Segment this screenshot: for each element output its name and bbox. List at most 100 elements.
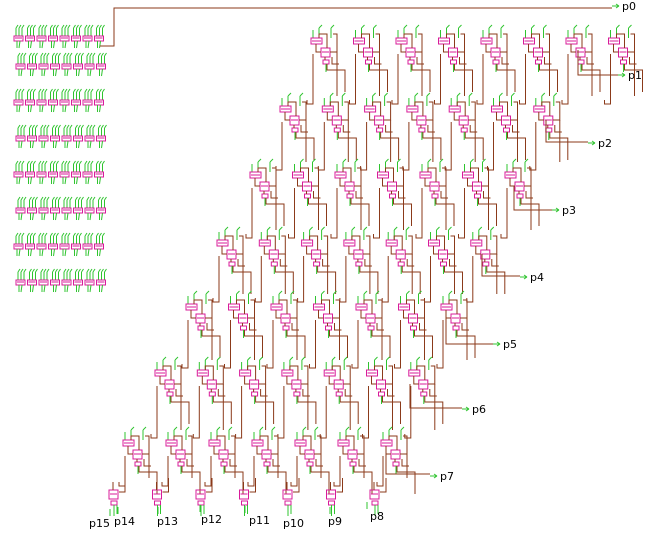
module-block — [13, 160, 25, 185]
module-block — [48, 24, 59, 49]
adder-cell — [533, 92, 569, 160]
module-block — [73, 52, 84, 77]
adder-cell — [258, 226, 294, 294]
port-p13: p13 — [157, 507, 178, 528]
port-p2: p2 — [545, 120, 612, 150]
adder-cell — [504, 158, 540, 226]
module-block — [71, 160, 82, 185]
module-block — [73, 196, 84, 221]
module-block — [96, 196, 107, 221]
adder-cell — [251, 426, 287, 494]
adder-cell — [185, 290, 221, 358]
port-p6: p6 — [409, 384, 486, 416]
output-cell — [152, 478, 169, 516]
module-block — [71, 232, 82, 257]
module-block — [84, 124, 96, 149]
port-label-p3: p3 — [562, 204, 576, 217]
adder-cell — [323, 356, 359, 424]
module-block — [50, 124, 61, 149]
module-block — [82, 88, 94, 113]
module-block — [96, 52, 107, 77]
module-block — [94, 160, 105, 185]
adder-cell — [364, 92, 400, 160]
adder-cell — [228, 290, 263, 358]
port-label-p7: p7 — [440, 470, 454, 483]
adder-cell — [462, 158, 497, 226]
port-p11: p11 — [244, 506, 270, 527]
adder-cell — [313, 290, 348, 358]
module-block — [59, 24, 71, 49]
module-block — [82, 232, 94, 257]
module-block — [59, 232, 71, 257]
port-label-p9: p9 — [328, 515, 342, 528]
wire-p1 — [577, 50, 618, 76]
module-block — [73, 268, 84, 293]
module-block — [48, 232, 59, 257]
adder-cell — [608, 24, 643, 92]
adder-cell — [337, 426, 373, 494]
adder-cell — [353, 24, 388, 92]
adder-cell — [334, 158, 370, 226]
port-p0: p0 — [612, 0, 636, 13]
adder-cell — [470, 226, 506, 294]
module-block — [84, 268, 96, 293]
module-block — [94, 88, 105, 113]
module-block — [59, 88, 71, 113]
port-p12: p12 — [199, 505, 222, 526]
adder-cell — [310, 24, 346, 92]
module-grid — [13, 24, 107, 293]
adder-cell — [355, 290, 391, 358]
port-label-p15: p15 — [89, 517, 110, 530]
adder-cell — [380, 426, 416, 494]
module-block — [36, 160, 48, 185]
adder-cell — [395, 24, 431, 92]
output-cell — [108, 478, 126, 516]
wire-p3 — [513, 186, 552, 211]
module-block — [48, 160, 59, 185]
module-block — [96, 268, 107, 293]
wire-p6 — [409, 384, 462, 409]
port-label-p14: p14 — [114, 515, 135, 528]
adder-cell — [377, 158, 412, 226]
module-block — [36, 88, 48, 113]
module-block — [94, 24, 105, 49]
adder-cell — [428, 226, 463, 294]
module-block — [27, 124, 38, 149]
adder-cell — [398, 290, 433, 358]
wire-p2 — [545, 120, 588, 143]
adder-cell — [281, 356, 317, 424]
output-cell — [195, 478, 213, 516]
module-block — [71, 24, 82, 49]
module-block — [73, 124, 84, 149]
adder-cell — [321, 92, 357, 160]
module-block — [61, 124, 73, 149]
module-block — [61, 52, 73, 77]
adder-cell — [406, 92, 442, 160]
adder-cell — [438, 24, 473, 92]
port-p8: p8 — [366, 502, 384, 523]
output-cell — [369, 478, 387, 516]
module-block — [82, 24, 94, 49]
module-block — [25, 88, 36, 113]
adder-cell — [301, 226, 337, 294]
adder-cell — [491, 92, 526, 160]
module-block — [25, 160, 36, 185]
module-block — [50, 52, 61, 77]
wire-p7 — [385, 452, 430, 475]
port-label-p11: p11 — [249, 514, 270, 527]
module-block — [25, 232, 36, 257]
port-label-p5: p5 — [503, 338, 517, 351]
adder-cell — [480, 24, 516, 92]
adder-array — [108, 24, 643, 516]
adder-cell — [292, 158, 327, 226]
adder-cell — [208, 426, 244, 494]
module-block — [27, 52, 38, 77]
adder-cell — [523, 24, 558, 92]
port-label-p1: p1 — [628, 69, 642, 82]
port-p14: p14 — [114, 507, 135, 528]
port-p15: p15 — [89, 509, 111, 530]
module-block — [38, 124, 50, 149]
adder-cell — [249, 158, 285, 226]
